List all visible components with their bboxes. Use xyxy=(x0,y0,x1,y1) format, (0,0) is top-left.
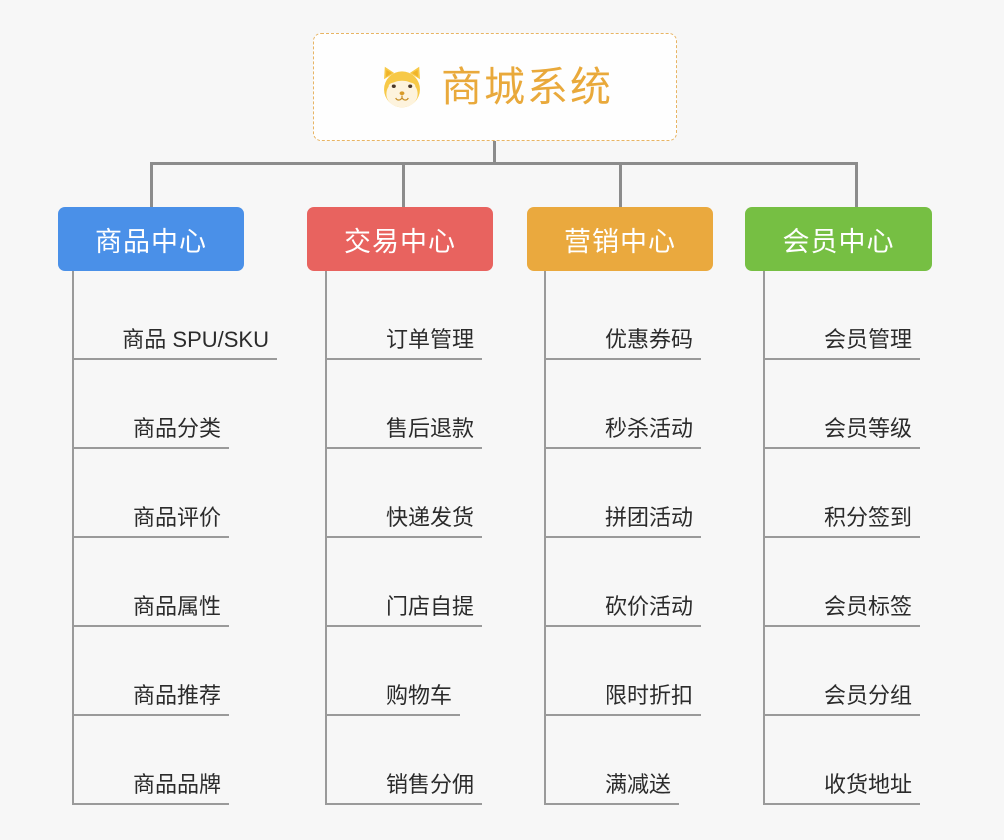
leaf-item[interactable]: 商品推荐 xyxy=(72,627,229,716)
leaf-item-label: 快递发货 xyxy=(385,504,474,530)
leaf-item[interactable]: 快递发货 xyxy=(325,449,482,538)
branch-trunk-line xyxy=(763,271,765,805)
leaf-item-label: 满减送 xyxy=(604,771,671,797)
leaf-item-label: 优惠券码 xyxy=(604,326,693,352)
leaf-item[interactable]: 商品属性 xyxy=(72,538,229,627)
leaf-item-label: 商品评价 xyxy=(132,504,221,530)
leaf-item-label: 商品 SPU/SKU xyxy=(122,326,269,352)
drop-connector-4 xyxy=(855,162,858,209)
root-title: 商城系统 xyxy=(441,63,613,110)
leaf-item[interactable]: 砍价活动 xyxy=(544,538,701,627)
drop-connector-1 xyxy=(150,162,153,209)
leaf-item-label: 售后退款 xyxy=(385,415,474,441)
leaf-item-label: 会员分组 xyxy=(823,682,912,708)
leaf-item[interactable]: 会员标签 xyxy=(763,538,920,627)
branch-trunk-line xyxy=(325,271,327,805)
drop-connector-2 xyxy=(402,162,405,209)
leaf-item[interactable]: 订单管理 xyxy=(325,271,482,360)
leaf-item[interactable]: 优惠券码 xyxy=(544,271,701,360)
root-stem-connector xyxy=(493,141,496,165)
leaf-item[interactable]: 限时折扣 xyxy=(544,627,701,716)
leaf-item[interactable]: 商品分类 xyxy=(72,360,229,449)
leaf-item-label: 商品属性 xyxy=(132,593,221,619)
leaf-item-label: 商品品牌 xyxy=(132,771,221,797)
leaf-item-label: 商品分类 xyxy=(132,415,221,441)
root-node[interactable]: 商城系统 xyxy=(313,33,677,141)
leaf-item[interactable]: 销售分佣 xyxy=(325,716,482,805)
leaf-item-label: 秒杀活动 xyxy=(604,415,693,441)
leaf-item[interactable]: 满减送 xyxy=(544,716,679,805)
category-box-4[interactable]: 会员中心 xyxy=(745,207,932,271)
leaf-item[interactable]: 购物车 xyxy=(325,627,460,716)
horizontal-bus-connector xyxy=(150,162,858,165)
leaf-item[interactable]: 会员等级 xyxy=(763,360,920,449)
leaf-item-label: 销售分佣 xyxy=(385,771,474,797)
branch-trunk-line xyxy=(72,271,74,805)
category-box-2[interactable]: 交易中心 xyxy=(307,207,493,271)
leaf-item-label: 订单管理 xyxy=(385,326,474,352)
category-label-4: 会员中心 xyxy=(782,226,895,257)
leaf-item-label: 收货地址 xyxy=(823,771,912,797)
leaf-item-label: 购物车 xyxy=(385,682,452,708)
leaf-item-label: 砍价活动 xyxy=(604,593,693,619)
leaf-item[interactable]: 会员分组 xyxy=(763,627,920,716)
leaf-item[interactable]: 商品 SPU/SKU xyxy=(72,271,277,360)
leaf-item[interactable]: 收货地址 xyxy=(763,716,920,805)
leaf-item-label: 限时折扣 xyxy=(604,682,693,708)
leaf-item[interactable]: 会员管理 xyxy=(763,271,920,360)
category-label-1: 商品中心 xyxy=(95,226,207,257)
leaf-item[interactable]: 拼团活动 xyxy=(544,449,701,538)
leaf-item-label: 会员管理 xyxy=(823,326,912,352)
category-label-3: 营销中心 xyxy=(564,226,676,257)
leaf-item[interactable]: 商品评价 xyxy=(72,449,229,538)
drop-connector-3 xyxy=(619,162,622,209)
leaf-item[interactable]: 积分签到 xyxy=(763,449,920,538)
leaf-item-label: 门店自提 xyxy=(385,593,474,619)
category-label-2: 交易中心 xyxy=(344,226,456,257)
leaf-item[interactable]: 售后退款 xyxy=(325,360,482,449)
leaf-item-label: 商品推荐 xyxy=(132,682,221,708)
leaf-item[interactable]: 秒杀活动 xyxy=(544,360,701,449)
leaf-item[interactable]: 门店自提 xyxy=(325,538,482,627)
shiba-dog-icon xyxy=(384,66,420,108)
category-box-3[interactable]: 营销中心 xyxy=(527,207,713,271)
leaf-item-label: 会员标签 xyxy=(823,593,912,619)
category-box-1[interactable]: 商品中心 xyxy=(58,207,244,271)
leaf-item-label: 拼团活动 xyxy=(604,504,693,530)
branch-trunk-line xyxy=(544,271,546,805)
leaf-item[interactable]: 商品品牌 xyxy=(72,716,229,805)
leaf-item-label: 积分签到 xyxy=(823,504,912,530)
leaf-item-label: 会员等级 xyxy=(823,415,912,441)
